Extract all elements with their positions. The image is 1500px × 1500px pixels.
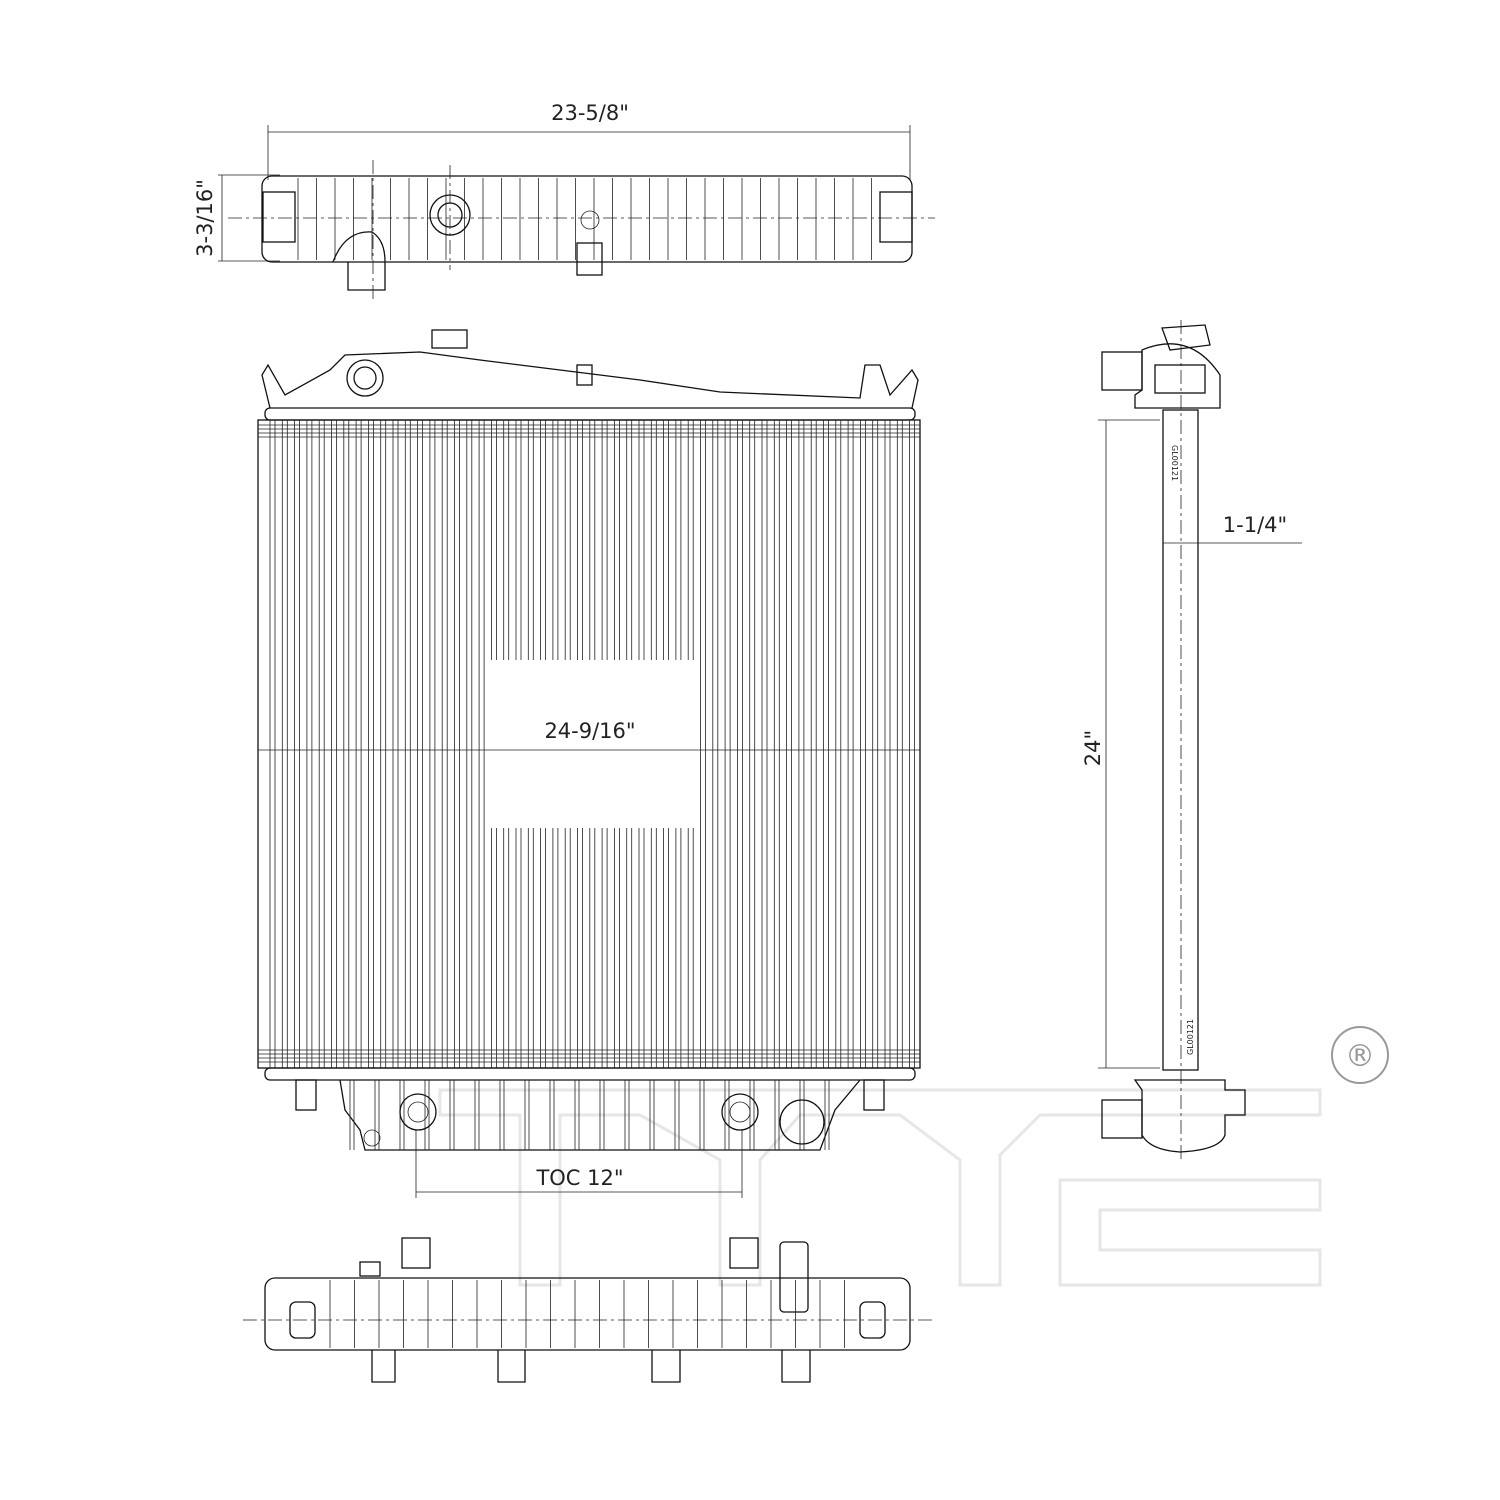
dim-core-thickness: 1-1/4" bbox=[1223, 513, 1287, 537]
dim-core-height: 24" bbox=[1081, 730, 1105, 766]
front-view: 24-9/16" TOC 12" bbox=[257, 329, 921, 1198]
dim-core-width: 24-9/16" bbox=[544, 719, 635, 743]
tyc-logo-watermark bbox=[438, 1088, 1322, 1287]
dim-top-width: 23-5/8" bbox=[551, 101, 629, 125]
part-code-bottom: GL00121 bbox=[1186, 1019, 1195, 1055]
bottom-view bbox=[243, 1237, 935, 1383]
dim-outlet-spacing: TOC 12" bbox=[535, 1166, 623, 1190]
registered-mark: ® bbox=[1345, 1039, 1375, 1074]
dim-tank-depth: 3-3/16" bbox=[193, 179, 217, 257]
registered-mark-icon: ® bbox=[1331, 1026, 1389, 1084]
part-code-top: GL00121 bbox=[1170, 445, 1179, 481]
top-view: 23-5/8" 3-3/16" bbox=[193, 101, 935, 300]
side-view: GL00121 GL00121 24" 1-1/4" bbox=[1081, 320, 1302, 1160]
